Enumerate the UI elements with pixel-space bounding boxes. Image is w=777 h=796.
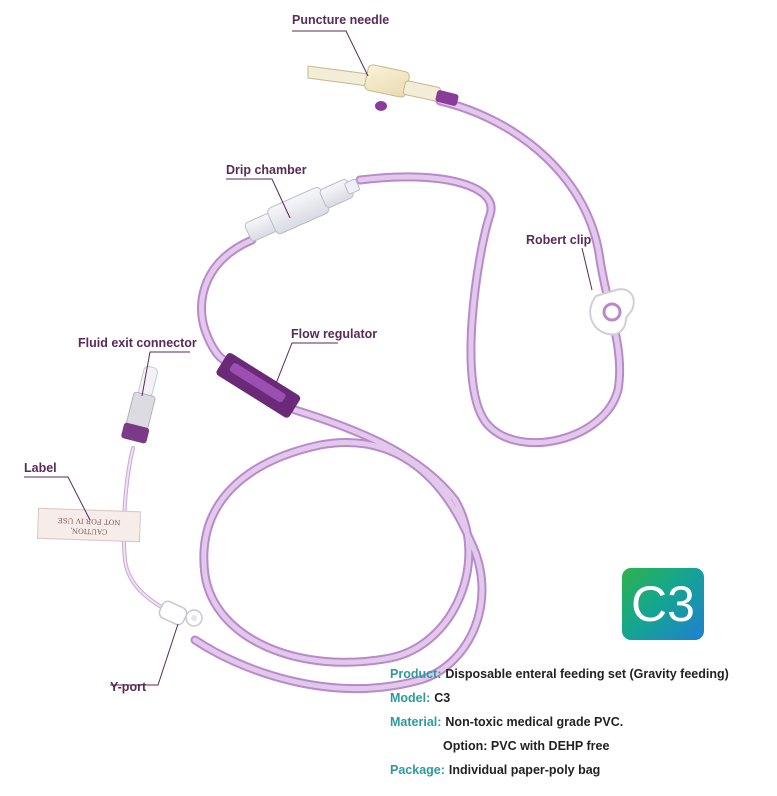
tubing <box>121 96 625 694</box>
spec-key-model: Model: <box>390 691 431 705</box>
y-port-drawing <box>158 600 203 627</box>
leader-robert-clip <box>581 247 593 291</box>
leader-y-port <box>110 623 179 686</box>
spec-row-product: Product:Disposable enteral feeding set (… <box>390 665 729 689</box>
label-tag-line1: CAUTION, <box>70 526 108 535</box>
callout-robert-clip: Robert clip <box>526 233 592 247</box>
tube-segment-loop <box>190 405 487 694</box>
spec-row-material: Material:Non-toxic medical grade PVC. <box>390 713 729 737</box>
tube-segment-upper <box>355 96 625 448</box>
label-tag-line2: NOT FOR IV USE <box>58 516 121 526</box>
label-tag-drawing: CAUTION, NOT FOR IV USE <box>36 507 142 543</box>
leader-lines <box>24 30 593 686</box>
callout-y-port: Y-port <box>110 680 147 694</box>
flow-regulator-drawing <box>216 353 301 418</box>
spec-value-material: Non-toxic medical grade PVC. <box>445 715 624 729</box>
spec-value-package: Individual paper-poly bag <box>448 763 601 777</box>
leader-flow-regulator <box>274 342 338 387</box>
callout-drip-chamber: Drip chamber <box>226 163 307 177</box>
callout-puncture-needle: Puncture needle <box>292 13 390 27</box>
spec-key-material: Material: <box>390 715 442 729</box>
spec-key-product: Product: <box>390 667 442 681</box>
spec-key-package: Package: <box>390 763 445 777</box>
leader-puncture-needle <box>292 30 369 77</box>
spec-block: Product:Disposable enteral feeding set (… <box>390 665 729 785</box>
leader-label <box>24 476 91 521</box>
leader-drip-chamber <box>226 178 291 219</box>
drip-chamber-drawing <box>244 178 360 242</box>
spec-value-option: Option: PVC with DEHP free <box>443 739 610 753</box>
model-badge: C3 <box>622 568 704 640</box>
spec-value-model: C3 <box>434 691 451 705</box>
puncture-needle-drawing <box>307 64 459 111</box>
robert-clip-drawing <box>589 288 635 336</box>
callout-flow-regulator: Flow regulator <box>291 327 378 341</box>
callout-label: Label <box>24 461 57 475</box>
spec-row-package: Package:Individual paper-poly bag <box>390 761 729 785</box>
spec-value-product: Disposable enteral feeding set (Gravity … <box>445 667 729 681</box>
fluid-exit-connector-drawing <box>121 365 158 444</box>
spec-row-model: Model:C3 <box>390 689 729 713</box>
spec-row-option: Option: PVC with DEHP free <box>390 737 729 761</box>
callout-fluid-exit-connector: Fluid exit connector <box>78 336 197 350</box>
leader-fluid-exit-connector <box>141 351 190 397</box>
